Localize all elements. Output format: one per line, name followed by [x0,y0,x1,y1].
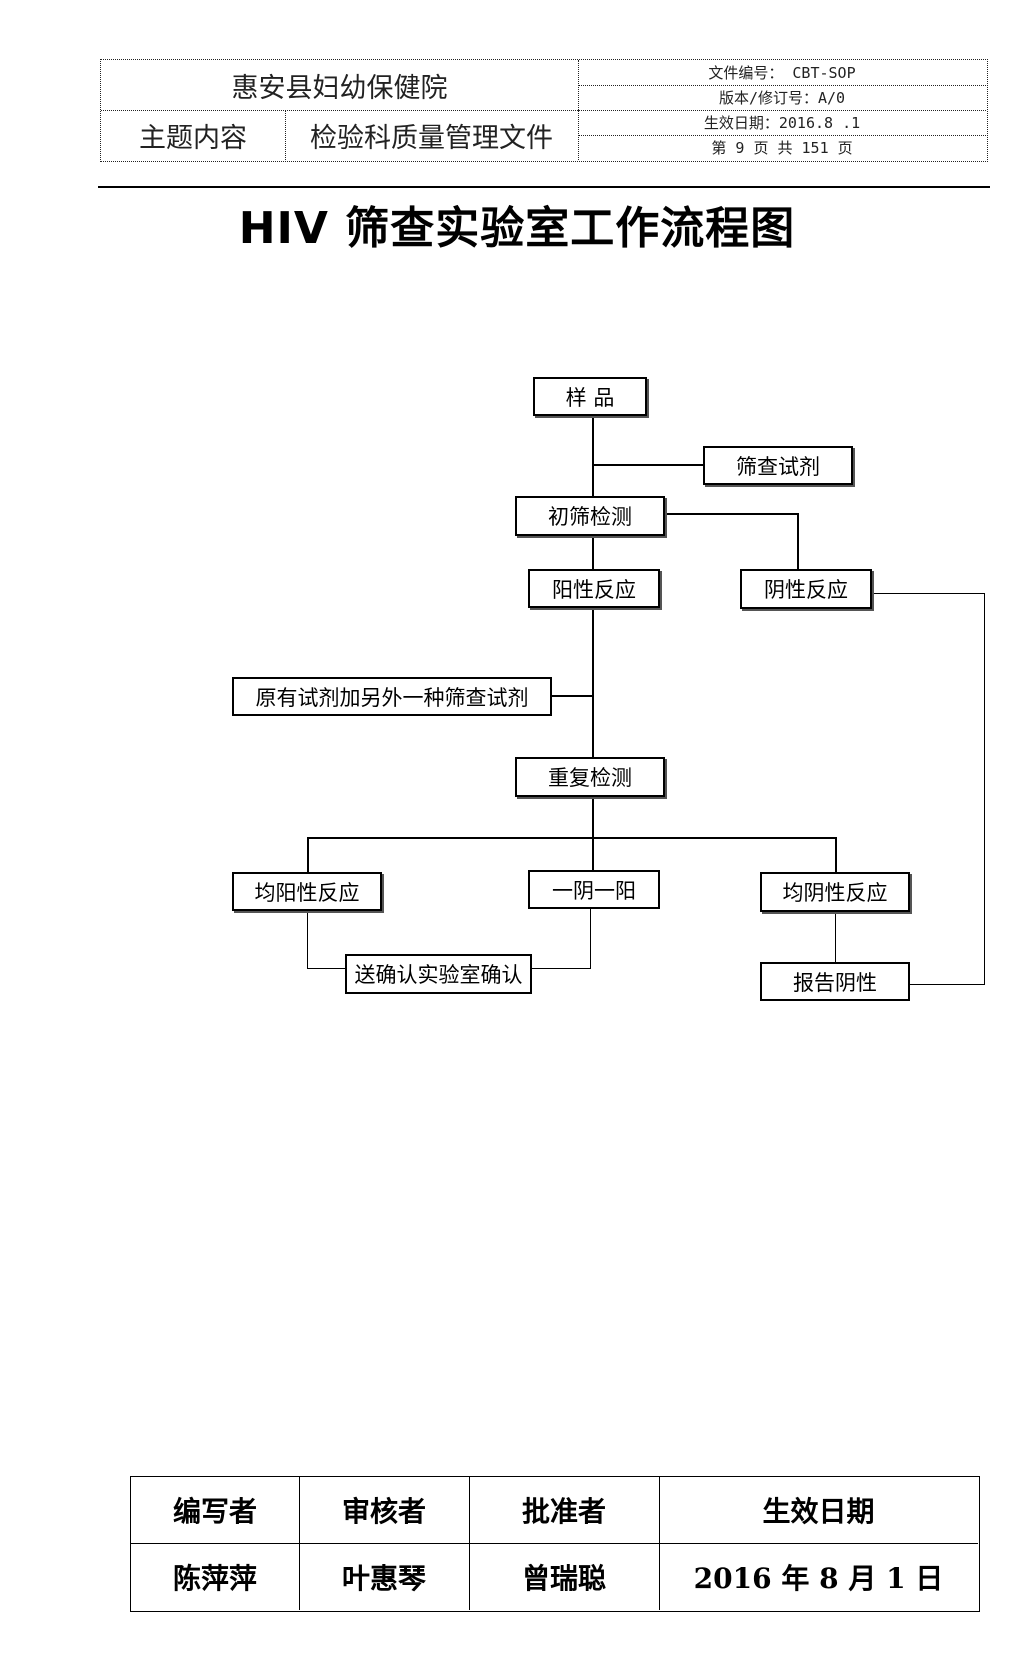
node-positive: 阳性反应 [528,569,660,608]
effective-date: 生效日期：2016.8 .1 [703,114,861,132]
connector-line [835,837,837,874]
header-approver: 批准者 [521,1495,606,1528]
connector-line [797,513,799,572]
table-divider [469,1477,470,1610]
connector-line [307,837,836,839]
organization-name: 惠安县妇幼保健院 [231,72,448,104]
connector-line [908,984,985,985]
page-title: HIV 筛查实验室工作流程图 [238,203,796,254]
header-effective-date: 生效日期 [762,1495,875,1528]
connector-line [665,513,798,515]
table-divider [299,1477,300,1610]
connector-line [592,535,594,571]
node-send-confirm: 送确认实验室确认 [345,954,532,994]
connector-line [530,968,591,969]
node-both-positive: 均阳性反应 [232,872,382,911]
connector-line [590,908,591,969]
connector-line [592,464,705,466]
page-number: 第 9 页 共 151 页 [711,139,853,157]
document-header: 惠安县妇幼保健院 主题内容 检验科质量管理文件 文件编号： CBT-SOP 版本… [100,59,988,162]
subject-label: 主题内容 [139,122,247,154]
connector-line [307,837,309,873]
version: 版本/修订号：A/0 [718,89,846,107]
node-retest: 重复检测 [515,757,665,797]
table-divider [659,1477,660,1610]
header-divider [578,85,986,86]
connector-line [592,415,594,497]
node-report-negative: 报告阴性 [760,962,910,1001]
node-sample: 样 品 [533,377,647,416]
connector-line [984,593,985,985]
reviewer-name: 叶惠琴 [341,1561,426,1595]
approver-name: 曾瑞聪 [521,1561,606,1595]
header-author: 编写者 [172,1495,257,1528]
header-divider [578,135,986,136]
signature-table: 编写者 审核者 批准者 生效日期 陈萍萍 叶惠琴 曾瑞聪 2016 年 8 月 … [130,1476,980,1612]
node-screening-reagent: 筛查试剂 [703,446,853,485]
effective-date-value: 2016 年 8 月 1 日 [693,1561,944,1595]
node-both-negative: 均阴性反应 [760,872,910,912]
subject-value: 检验科质量管理文件 [310,122,553,154]
node-initial-screen: 初筛检测 [515,496,665,536]
header-rule [98,186,990,188]
table-divider [131,1543,978,1544]
connector-line [872,593,985,594]
header-divider [285,110,286,160]
connector-line [592,608,594,757]
connector-line [307,910,308,969]
connector-line [552,695,594,697]
header-divider [101,110,578,111]
connector-line [835,910,836,962]
connector-line [307,968,347,969]
connector-line [592,796,594,872]
author-name: 陈萍萍 [172,1561,257,1595]
header-divider [578,110,986,111]
node-extra-reagent: 原有试剂加另外一种筛查试剂 [232,677,552,716]
node-negative: 阴性反应 [740,569,872,609]
node-one-each: 一阴一阳 [528,870,660,909]
doc-number: 文件编号： CBT-SOP [708,64,856,82]
header-reviewer: 审核者 [341,1495,426,1528]
